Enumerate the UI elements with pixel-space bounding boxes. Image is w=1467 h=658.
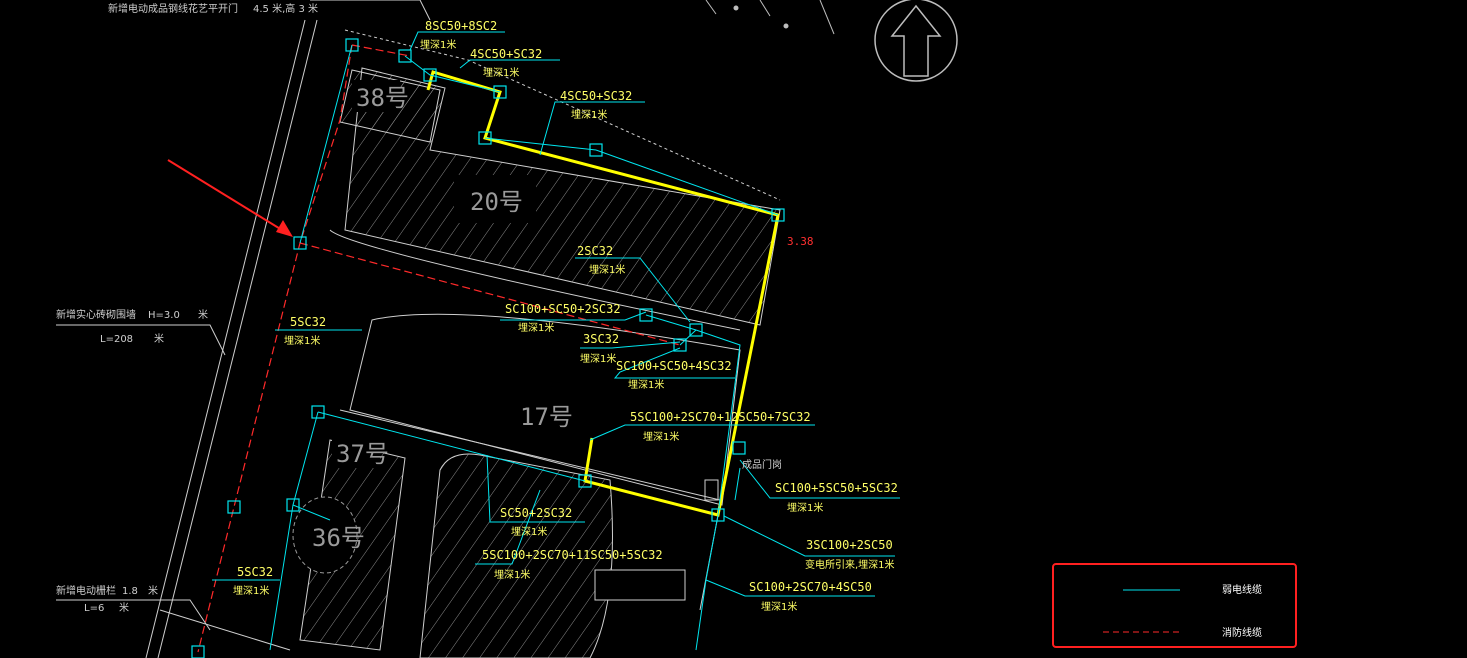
transformer-note: 变电所引来,埋深1米 xyxy=(805,558,895,571)
road-lines xyxy=(705,0,835,35)
label-leaders xyxy=(212,31,900,597)
cable-label: SC100+2SC70+4SC50 xyxy=(749,580,872,594)
fence-length-unit: 米 xyxy=(154,332,164,345)
highlighted-cable xyxy=(426,70,780,517)
building-38 xyxy=(339,69,441,143)
building-label-36: 36号 xyxy=(312,524,365,552)
depth-label: 埋深1米 xyxy=(580,352,616,365)
cable-label: 5SC32 xyxy=(237,565,273,579)
building-37 xyxy=(292,438,406,651)
fence-height: H=3.0 xyxy=(148,310,180,321)
legend: 弱电线缆 消防线缆 xyxy=(1052,563,1297,648)
depth-label: 埋深1米 xyxy=(761,600,797,613)
legend-fire-label: 消防线缆 xyxy=(1222,626,1262,639)
cable-label: SC100+SC50+2SC32 xyxy=(505,302,621,316)
cable-label: SC100+5SC50+5SC32 xyxy=(775,481,898,495)
site-wall xyxy=(145,0,781,658)
building-label-38: 38号 xyxy=(356,84,409,112)
building-south xyxy=(419,453,686,658)
cable-label: 4SC50+SC32 xyxy=(470,47,542,61)
elevation-label: 3.38 xyxy=(787,235,814,248)
building-label-37: 37号 xyxy=(336,440,389,468)
gate-label: 成品门岗 xyxy=(742,458,782,471)
cable-label: 2SC32 xyxy=(577,244,613,258)
building-label-17: 17号 xyxy=(520,403,573,431)
depth-label: 埋深1米 xyxy=(420,38,456,51)
fence-height-unit: 米 xyxy=(198,308,208,321)
rail-height: 1.8 xyxy=(122,586,138,597)
cable-label: SC100+SC50+4SC32 xyxy=(616,359,732,373)
depth-label: 埋深1米 xyxy=(284,334,320,347)
depth-label: 埋深1米 xyxy=(571,108,607,121)
building-20 xyxy=(344,67,781,326)
rail-height-unit: 米 xyxy=(148,584,158,597)
rail-note: 新增电动栅栏 1.8 米 L=6 米 xyxy=(56,584,211,631)
cable-label: 5SC32 xyxy=(290,315,326,329)
rail-length: L=6 xyxy=(84,603,104,614)
depth-label: 埋深1米 xyxy=(589,263,625,276)
rail-length-unit: 米 xyxy=(119,601,129,614)
building-label-20: 20号 xyxy=(470,188,523,216)
rail-title: 新增电动栅栏 xyxy=(56,584,116,597)
cable-label: 8SC50+8SC2 xyxy=(425,19,497,33)
legend-weak-label: 弱电线缆 xyxy=(1222,583,1262,596)
depth-label: 埋深1米 xyxy=(494,568,530,581)
fence-note: 新增实心砖砌围墙 H=3.0 米 L=208 米 xyxy=(56,308,226,356)
cable-label: 5SC100+2SC70+12SC50+7SC32 xyxy=(630,410,811,424)
annotation-arrow-icon xyxy=(167,159,293,237)
depth-label: 埋深1米 xyxy=(518,321,554,334)
gate-note-size: 4.5 米,高 3 米 xyxy=(253,2,318,15)
cable-label: 3SC100+2SC50 xyxy=(806,538,893,552)
cable-label: 3SC32 xyxy=(583,332,619,346)
cable-label: 5SC100+2SC70+11SC50+5SC32 xyxy=(482,548,663,562)
fence-length: L=208 xyxy=(100,334,133,345)
depth-label: 埋深1米 xyxy=(511,525,547,538)
cable-annotations: 8SC50+8SC2 埋深1米 4SC50+SC32 埋深1米 4SC50+SC… xyxy=(233,19,898,613)
gate-note-title: 新增电动成品钢线花艺平开门 xyxy=(108,2,238,15)
depth-label: 埋深1米 xyxy=(628,378,664,391)
cable-label: SC50+2SC32 xyxy=(500,506,572,520)
north-arrow-icon xyxy=(874,0,958,82)
depth-label: 埋深1米 xyxy=(233,584,269,597)
fence-title: 新增实心砖砌围墙 xyxy=(56,308,136,321)
handhole-markers xyxy=(191,38,785,658)
cable-label: 4SC50+SC32 xyxy=(560,89,632,103)
depth-label: 埋深1米 xyxy=(643,430,679,443)
depth-label: 埋深1米 xyxy=(787,501,823,514)
depth-label: 埋深1米 xyxy=(483,66,519,79)
